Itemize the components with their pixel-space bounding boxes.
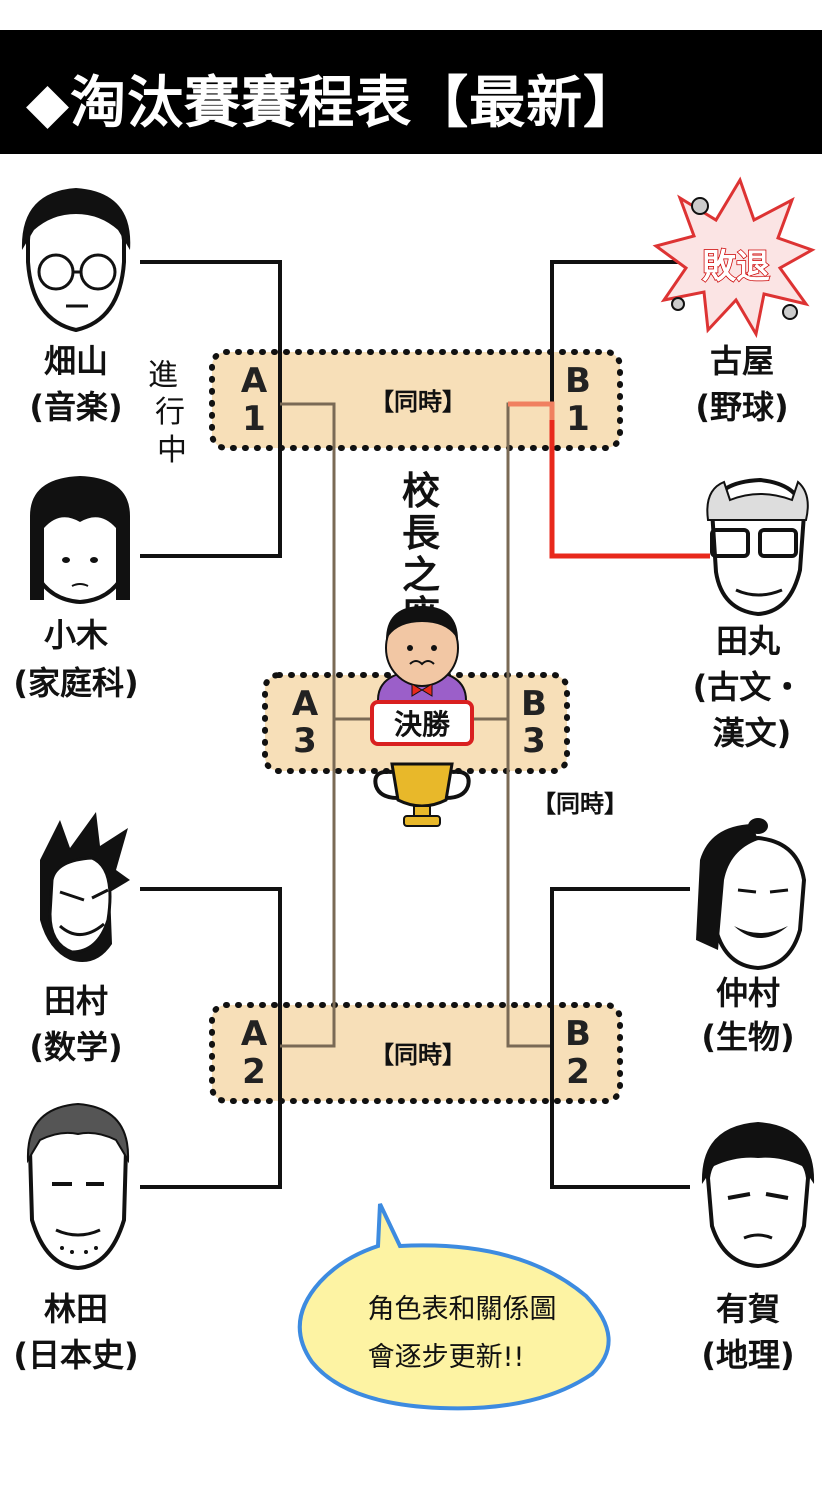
nakamura-face bbox=[696, 818, 807, 971]
match-b1-number: 1 bbox=[566, 399, 590, 439]
tamura-name: 田村 bbox=[44, 982, 108, 1020]
hatayama-name: 畑山 bbox=[44, 342, 108, 380]
match-a3-number: 3 bbox=[293, 721, 317, 761]
match-a2-letter: A bbox=[241, 1014, 268, 1054]
tamaru-subject-line1: (古文・ bbox=[693, 668, 804, 706]
tamaru-name: 田丸 bbox=[716, 622, 780, 660]
match-a2-number: 2 bbox=[242, 1052, 266, 1092]
hayashida-subject: (日本史) bbox=[13, 1336, 138, 1374]
match-box-top bbox=[209, 349, 623, 451]
page-title: ◆淘汰賽賽程表【最新】 bbox=[26, 71, 641, 136]
in-progress-char-2: 行 bbox=[155, 395, 185, 430]
furuya-subject: (野球) bbox=[695, 388, 788, 426]
simultaneous-label-top: 【同時】 bbox=[370, 388, 466, 416]
tamaru-subject-line2: 漢文) bbox=[713, 714, 792, 752]
hatayama-face bbox=[21, 188, 131, 333]
bracket-lines-left bbox=[140, 260, 282, 1189]
koki-subject: (家庭科) bbox=[13, 664, 138, 702]
bracket-lines-right bbox=[550, 260, 690, 1189]
match-a3-letter: A bbox=[292, 684, 319, 724]
nakamura-name: 仲村 bbox=[716, 974, 780, 1012]
trophy-icon bbox=[373, 762, 471, 827]
koki-face bbox=[30, 476, 130, 605]
koki-name: 小木 bbox=[44, 616, 108, 654]
bubble-text-line1: 角色表和關係圖 bbox=[368, 1294, 557, 1325]
match-b2-letter: B bbox=[565, 1014, 591, 1054]
match-a1-number: 1 bbox=[242, 399, 266, 439]
simultaneous-label-right: 【同時】 bbox=[532, 790, 628, 818]
header-bar: ◆淘汰賽賽程表【最新】 bbox=[0, 30, 822, 154]
nakamura-subject: (生物) bbox=[701, 1018, 794, 1056]
simultaneous-label-bottom: 【同時】 bbox=[370, 1041, 466, 1069]
match-b1-letter: B bbox=[565, 361, 591, 401]
tamura-face bbox=[40, 812, 130, 962]
winner-path bbox=[508, 401, 710, 559]
furuya-name: 古屋 bbox=[710, 342, 774, 380]
match-b3-letter: B bbox=[521, 684, 547, 724]
tamura-subject: (数学) bbox=[29, 1028, 122, 1066]
bubble-text-line2: 會逐步更新!! bbox=[368, 1342, 525, 1373]
tamaru-face bbox=[706, 477, 809, 617]
in-progress-char-3: 中 bbox=[157, 433, 187, 468]
match-b3-number: 3 bbox=[522, 721, 546, 761]
match-box-bottom bbox=[209, 1002, 623, 1104]
match-a1-letter: A bbox=[241, 361, 268, 401]
final-label: 決勝 bbox=[394, 708, 451, 741]
ariga-face bbox=[701, 1122, 815, 1269]
hayashida-name: 林田 bbox=[44, 1290, 108, 1328]
ariga-name: 有賀 bbox=[716, 1290, 780, 1328]
hayashida-face bbox=[26, 1102, 130, 1271]
hatayama-subject: (音楽) bbox=[29, 388, 122, 426]
furuya-defeated-burst bbox=[652, 176, 816, 339]
speech-bubble bbox=[297, 1203, 611, 1411]
match-b2-number: 2 bbox=[566, 1052, 590, 1092]
prize-label-char-2: 長 bbox=[402, 510, 441, 555]
prize-label-char-1: 校 bbox=[402, 468, 440, 513]
final-badge bbox=[370, 700, 474, 746]
principal-character bbox=[377, 606, 467, 713]
in-progress-char-1: 進 bbox=[148, 358, 178, 393]
ariga-subject: (地理) bbox=[701, 1336, 794, 1374]
prize-label-char-3: 之 bbox=[402, 552, 440, 597]
furuya-status: 敗退 bbox=[702, 247, 770, 287]
